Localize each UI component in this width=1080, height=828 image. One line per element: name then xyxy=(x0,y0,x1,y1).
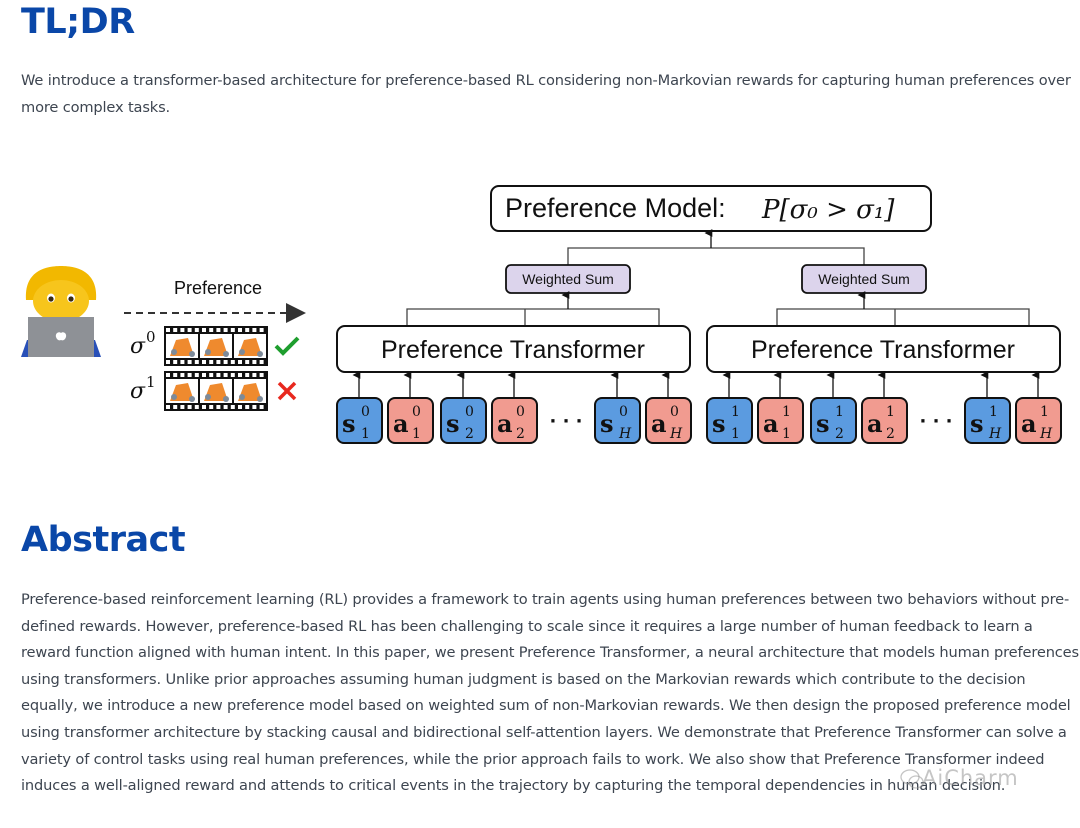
woman-technologist-icon xyxy=(21,266,101,357)
svg-text:1: 1 xyxy=(989,404,998,420)
svg-text:2: 2 xyxy=(465,426,474,442)
svg-text:2: 2 xyxy=(516,426,525,442)
svg-text:s: s xyxy=(446,409,460,438)
ellipsis: · · · xyxy=(549,411,582,432)
cross-icon xyxy=(277,381,297,401)
trajectory-label: σ xyxy=(130,334,146,359)
svg-text:H: H xyxy=(988,426,1002,442)
svg-text:H: H xyxy=(669,426,683,442)
svg-text:a: a xyxy=(1021,409,1037,438)
svg-text:1: 1 xyxy=(361,426,370,442)
svg-text:H: H xyxy=(1039,426,1053,442)
weighted-sum-label: Weighted Sum xyxy=(818,271,910,287)
preference-label: Preference xyxy=(174,278,262,298)
trajectory-index: 1 xyxy=(146,373,156,391)
svg-text:1: 1 xyxy=(731,426,740,442)
svg-text:H: H xyxy=(618,426,632,442)
abstract-heading: Abstract xyxy=(21,520,186,560)
svg-text:0: 0 xyxy=(670,404,679,420)
svg-text:a: a xyxy=(393,409,409,438)
svg-text:a: a xyxy=(651,409,667,438)
check-icon xyxy=(274,336,300,356)
preference-model-formula: P[σ₀ > σ₁] xyxy=(761,195,895,225)
watermark-text: AiCharm xyxy=(922,766,1019,790)
trajectory-label: σ xyxy=(130,379,146,404)
film-strip xyxy=(164,326,268,366)
svg-text:s: s xyxy=(970,409,984,438)
weighted-sum-label: Weighted Sum xyxy=(522,271,614,287)
svg-text:0: 0 xyxy=(361,404,370,420)
svg-text:0: 0 xyxy=(412,404,421,420)
svg-text:a: a xyxy=(867,409,883,438)
preference-model-label: Preference Model: xyxy=(505,193,726,223)
svg-text:1: 1 xyxy=(886,404,895,420)
svg-text:s: s xyxy=(600,409,614,438)
svg-text:1: 1 xyxy=(412,426,421,442)
robot-arm-icon xyxy=(204,383,229,402)
tldr-heading: TL;DR xyxy=(21,2,135,42)
svg-text:a: a xyxy=(497,409,513,438)
svg-text:s: s xyxy=(712,409,726,438)
film-strip xyxy=(164,371,268,411)
svg-text:s: s xyxy=(342,409,356,438)
svg-text:1: 1 xyxy=(1040,404,1049,420)
robot-arm-icon xyxy=(238,338,263,357)
svg-text:0: 0 xyxy=(465,404,474,420)
svg-text:0: 0 xyxy=(619,404,628,420)
svg-text:1: 1 xyxy=(782,404,791,420)
svg-text:1: 1 xyxy=(835,404,844,420)
svg-text:0: 0 xyxy=(516,404,525,420)
ellipsis: · · · xyxy=(919,411,952,432)
svg-text:1: 1 xyxy=(731,404,740,420)
preference-transformer-label: Preference Transformer xyxy=(751,336,1015,364)
tldr-text: We introduce a transformer-based archite… xyxy=(21,72,1071,116)
svg-text:1: 1 xyxy=(782,426,791,442)
robot-arm-icon xyxy=(238,383,263,402)
wechat-watermark-icon xyxy=(900,769,924,789)
robot-arm-icon xyxy=(204,338,229,357)
trajectory-index: 0 xyxy=(146,328,156,346)
svg-text:a: a xyxy=(763,409,779,438)
abstract-text: Preference-based reinforcement learning … xyxy=(21,591,1079,795)
robot-arm-icon xyxy=(170,383,195,402)
robot-arm-icon xyxy=(170,338,195,357)
preference-model-box: Preference Model: P[σ₀ > σ₁] xyxy=(490,185,932,232)
svg-text:2: 2 xyxy=(835,426,844,442)
svg-text:s: s xyxy=(816,409,830,438)
preference-transformer-label: Preference Transformer xyxy=(381,336,645,364)
svg-text:2: 2 xyxy=(886,426,895,442)
